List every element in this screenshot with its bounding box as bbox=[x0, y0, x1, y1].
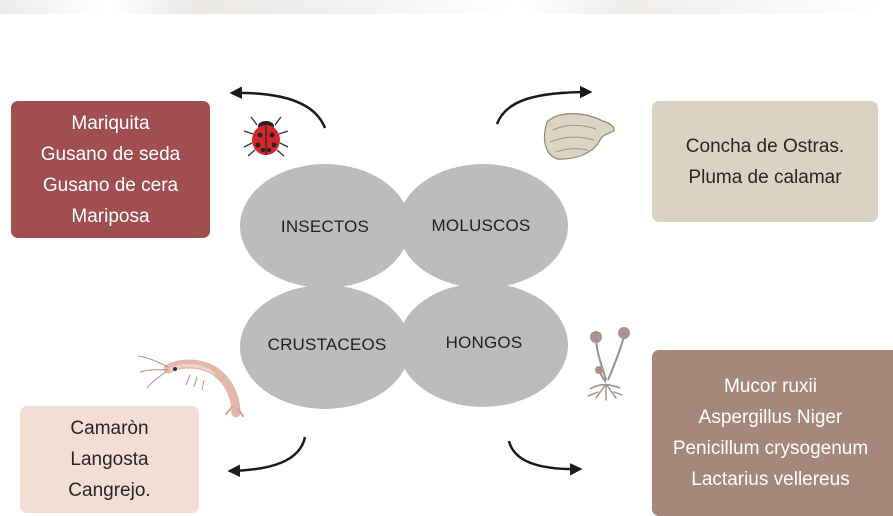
arrow-crustaceos bbox=[230, 437, 305, 471]
arrow-hongos bbox=[509, 441, 580, 469]
arrow-insectos bbox=[232, 93, 325, 128]
ladybug-icon bbox=[244, 117, 288, 156]
shrimp-icon bbox=[138, 356, 243, 416]
mold-fungus-icon bbox=[588, 327, 630, 400]
oyster-shell-icon bbox=[544, 114, 614, 159]
